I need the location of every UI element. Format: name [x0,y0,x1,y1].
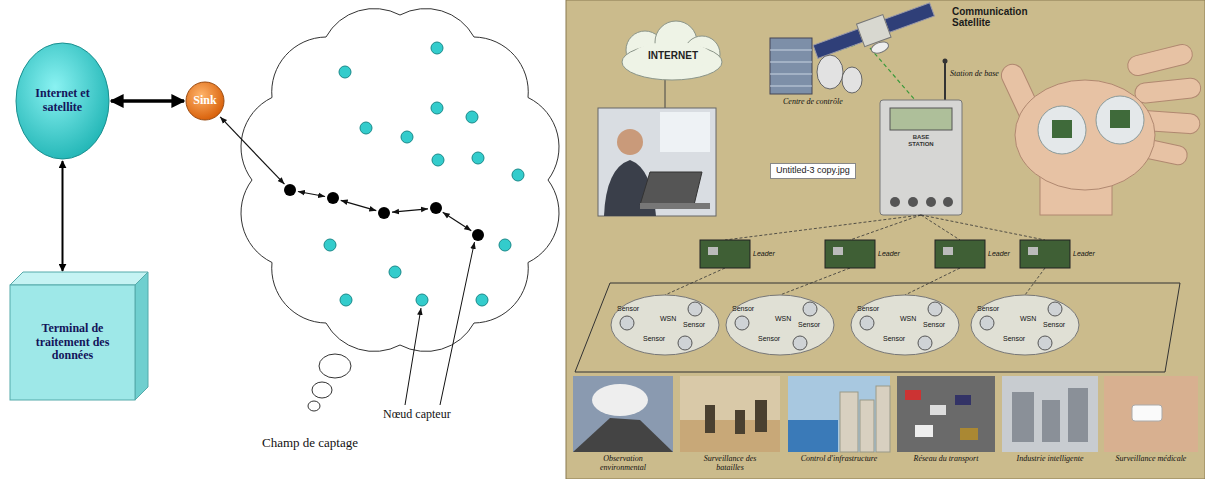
device-label: BASE STATION [904,134,938,147]
connector-arrow [62,161,64,271]
leader-label: Leader [988,250,1010,258]
callout-label: Nœud capteur [383,408,451,421]
sensor-label: Sensor [643,335,665,343]
sensor-label: Sensor [923,321,945,329]
node-text: Internet et satellite [35,87,91,115]
network-ellipse: Internet et satellite [15,42,110,160]
node-text: Sink [193,94,216,108]
sensor-label: Sensor [883,335,905,343]
sink-circle: Sink [185,81,225,121]
node-text: Terminal de traitement des données [15,322,130,363]
application-caption: Observation environmental [588,455,658,473]
sensor-label: Sensor [857,305,879,313]
sensor-label: Sensor [1003,335,1025,343]
sensor-label: Sensor [977,305,999,313]
file-tag: Untitled-3 copy.jpg [770,163,856,179]
application-caption: Réseau du transport [896,455,996,464]
sensor-label: WSN [775,315,791,323]
sensor-label: Sensor [617,305,639,313]
terminal-box: Terminal de traitement des données [10,272,148,400]
sensor-label: Sensor [798,321,820,329]
caption-label: Centre de contrôle [783,98,843,107]
field-label: Champ de captage [262,436,358,450]
application-caption: Surveillance des batailles [695,455,765,473]
leader-label: Leader [753,250,775,258]
node-text-box: Terminal de traitement des données [10,285,135,400]
node-text-box: Internet et satellite [35,50,91,152]
sensor-label: WSN [1020,315,1036,323]
application-caption: Industrie intelligente [1002,455,1098,464]
sensing-field [220,9,559,411]
application-caption: Control d'infrastructure [789,455,889,464]
sensor-label: Sensor [1043,321,1065,329]
application-caption: Surveillance médicale [1104,455,1198,464]
leader-label: Leader [1073,250,1095,258]
satellite-label: Communication Satellite [952,6,1032,28]
cloud-label: INTERNET [648,50,698,61]
leader-label: Leader [878,250,900,258]
caption-label: Station de base [950,70,999,79]
sensor-label: Sensor [758,335,780,343]
application-illustration [566,0,1205,479]
sensor-label: WSN [900,315,916,323]
sensor-label: WSN [660,315,676,323]
sensor-label: Sensor [732,305,754,313]
sensor-label: Sensor [683,321,705,329]
connector-arrow [111,99,184,103]
node-text-box: Sink [185,81,225,121]
